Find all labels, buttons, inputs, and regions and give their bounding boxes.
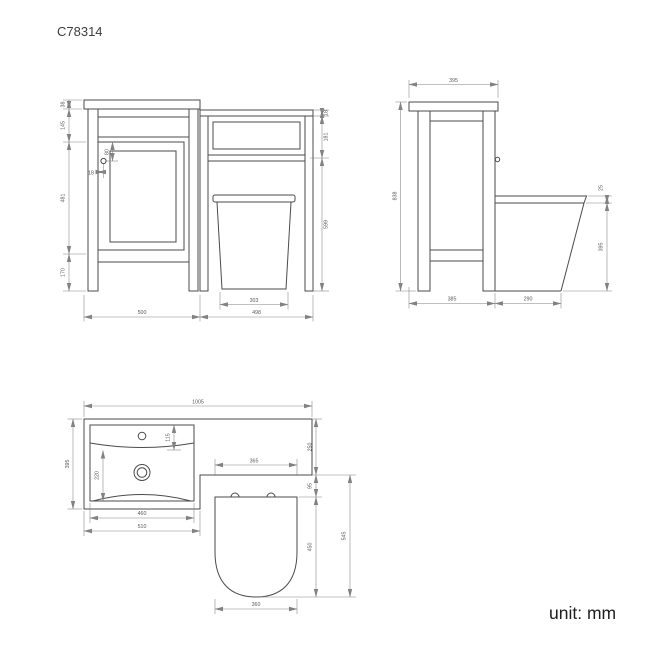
dim-basin-width: 510 (138, 524, 147, 530)
dim-plinth-height: 170 (61, 268, 67, 277)
dim-seat-height: 395 (599, 243, 605, 252)
dim-faucet-offset: 115 (166, 433, 172, 441)
unit-label: unit: mm (549, 603, 616, 623)
faucet-hole (137, 431, 147, 441)
toilet-pan-front (212, 194, 296, 290)
product-code: C78314 (57, 24, 103, 39)
dim-handle-horizontal: 18 (88, 171, 94, 177)
dim-door-height: 481 (61, 194, 67, 203)
dim-drawer-section: 145 (61, 121, 67, 130)
counter-plan (83, 418, 313, 510)
cabinet-side (408, 101, 501, 292)
side-knob (494, 156, 501, 163)
wc-unit-front (199, 109, 314, 292)
dim-seat-setback: 95 (308, 483, 314, 489)
dim-seat-length: 450 (308, 543, 314, 552)
dim-overall-height: 838 (393, 192, 399, 201)
dim-wc-lower-height: 599 (324, 220, 330, 229)
dim-wc-panel-height: 181 (324, 133, 330, 142)
plan-view: 1005 395 115 220 460 510 365 250 (65, 400, 356, 614)
dim-bowl-width: 460 (138, 511, 147, 517)
dim-cabinet-depth: 385 (448, 297, 457, 303)
dim-basin-depth: 395 (65, 460, 71, 469)
seat-hinge-left (230, 492, 240, 498)
seat-hinge-right (266, 492, 276, 498)
toilet-pan-side (495, 195, 588, 292)
dim-handle-vertical: 80 (105, 149, 111, 155)
dim-wc-top-thickness: 18 (324, 110, 330, 116)
front-view: 38 145 481 170 80 18 18 181 599 (61, 99, 330, 322)
dim-counter-thickness: 38 (61, 102, 67, 108)
front-view-dimensions: 38 145 481 170 80 18 18 181 599 (61, 99, 330, 322)
dim-counter-depth: 250 (308, 443, 314, 452)
dim-seat-width-top: 365 (250, 459, 259, 465)
dim-overall-width: 1005 (192, 400, 204, 406)
drain-hole (133, 464, 151, 481)
dim-pan-projection: 290 (524, 297, 533, 303)
dim-pan-length: 545 (342, 532, 348, 541)
dim-seat-thickness: 25 (599, 185, 605, 191)
dim-bowl-depth: 220 (95, 471, 101, 480)
dim-vanity-width: 500 (138, 310, 147, 316)
side-view: 395 838 25 395 385 290 (393, 78, 612, 309)
toilet-seat-plan (214, 492, 298, 598)
vanity-cabinet-front (83, 99, 201, 292)
side-view-dimensions: 395 838 25 395 385 290 (393, 78, 612, 309)
dim-toilet-base-width: 303 (250, 298, 259, 304)
basin-plan (89, 424, 195, 502)
plan-view-dimensions: 1005 395 115 220 460 510 365 250 (65, 400, 356, 614)
dim-top-depth: 395 (449, 78, 458, 84)
dim-wc-unit-width: 498 (252, 310, 261, 316)
dim-seat-width-bottom: 360 (252, 602, 261, 608)
